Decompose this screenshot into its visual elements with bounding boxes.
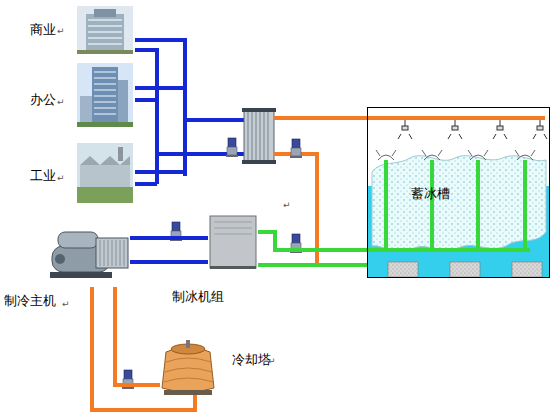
node-label: 办公 [30,92,56,108]
cooling-water-pipe [92,287,195,410]
glycol-pipes [274,118,545,266]
return-mark: ↵ [268,355,276,367]
return-mark: ↵ [57,96,65,108]
water-pump [226,138,238,157]
building-picture: 办公 [75,62,135,128]
office-building [77,63,133,127]
chilled-water-pipe [130,238,208,262]
commercial-building [77,6,133,54]
building-picture: 工业 [75,142,135,204]
glycol-pipe [258,232,367,265]
node-label: 制冰机组 [172,289,224,305]
cooling-tower-box: 冷却塔 [160,340,216,395]
ice-tank-interior [367,150,549,277]
cooling-tower [162,340,214,395]
chiller-machine [50,232,128,278]
ice-tank: 蓄冰槽 [367,107,550,278]
node-label: 工业 [30,168,56,184]
industrial-building [77,143,133,203]
sprinkler-heads [398,120,547,139]
ice-maker-unit [210,216,256,269]
plate-heat-exchanger [242,108,276,164]
return-mark: ↵ [62,298,70,310]
water-pump [290,139,302,158]
building-pipes [135,40,244,184]
chiller-unit: 制冷主机 [48,225,130,287]
ice-maker-box: 制冰机组 [208,215,258,270]
return-mark: ↵ [283,199,291,211]
building-picture: 商业 [75,5,135,55]
node-label: 蓄冰槽 [411,186,450,202]
return-mark: ↵ [57,25,65,37]
node-label: 冷却塔 [232,352,271,368]
node-label: 商业 [30,22,56,38]
node-label: 制冷主机 [4,293,56,309]
return-mark: ↵ [57,172,65,184]
